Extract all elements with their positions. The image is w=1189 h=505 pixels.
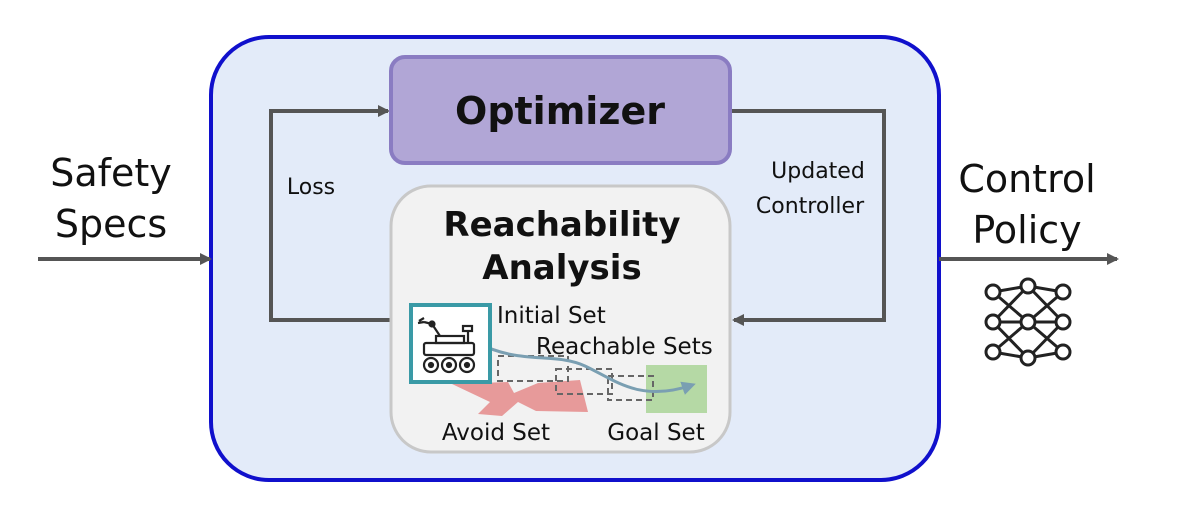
trajectory-arrow — [477, 341, 696, 395]
input-label-line1: Safety — [50, 151, 172, 195]
output-label-line2: Policy — [972, 208, 1081, 252]
neural-network-icon — [984, 277, 1072, 367]
optimizer-box — [389, 55, 732, 165]
reachability-label-line2: Analysis — [482, 248, 641, 288]
goal-set-label: Goal Set — [607, 420, 704, 446]
updated-controller-label-line1: Updated — [771, 159, 865, 184]
reachability-label-line1: Reachability — [443, 205, 680, 245]
input-label-line2: Specs — [55, 202, 167, 246]
reachable-sets-label: Reachable Sets — [536, 334, 713, 360]
robot-rover-icon — [417, 317, 476, 374]
loss-arrow — [269, 105, 390, 322]
avoid-set-label: Avoid Set — [442, 420, 550, 446]
initial-set-label: Initial Set — [497, 303, 606, 329]
avoid-set-shape — [452, 380, 588, 416]
reachable-set-box — [607, 375, 654, 401]
loss-label: Loss — [287, 175, 335, 200]
optimizer-label: Optimizer — [455, 89, 665, 133]
output-label-line1: Control — [958, 157, 1095, 201]
updated-controller-label-line2: Controller — [756, 194, 865, 219]
updated-controller-arrow — [732, 109, 886, 326]
